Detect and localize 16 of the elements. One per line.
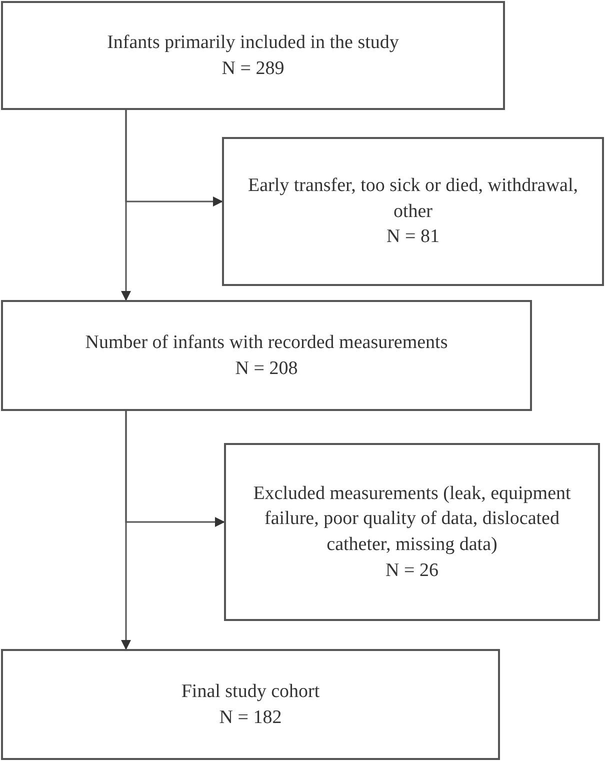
box-text: Infants primarily included in the study [107, 30, 399, 55]
box-text: Excluded measurements (leak, equipment failure, poor quality of data, dislocated catheter, missing data) [252, 482, 572, 557]
process-box [1, 1, 505, 110]
box-text: N = 26 [386, 558, 438, 583]
box-text: N = 81 [386, 225, 440, 250]
box-text: Number of infants with recorded measurements N = 208 [84, 330, 449, 380]
arrow [121, 110, 131, 301]
arrow [121, 411, 131, 650]
box-text: N = 289 [222, 56, 284, 80]
process-box [224, 443, 600, 621]
box-text: N = 182 [219, 706, 282, 730]
process-box [1, 649, 500, 760]
box-text: Early transfer, too sick or died, withdrawal, other [246, 174, 580, 224]
process-box [222, 137, 604, 286]
process-box [1, 300, 532, 411]
box-text: Final study cohort [181, 680, 320, 704]
